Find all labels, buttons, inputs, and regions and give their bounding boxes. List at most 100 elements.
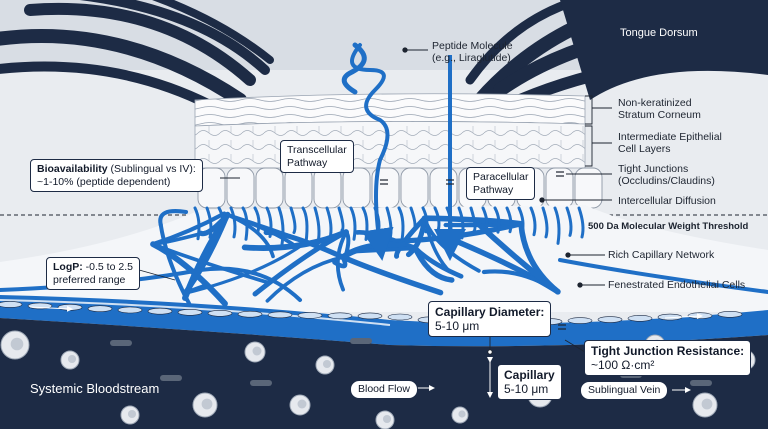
capillary-segment <box>405 215 428 258</box>
endothelial-cell <box>387 313 413 321</box>
blood-cell-nucleus <box>201 398 213 410</box>
leader-lines <box>402 47 612 355</box>
bioavailability-box: Bioavailability (Sublingual vs IV): ~1-1… <box>30 159 203 192</box>
blood-cell-nucleus <box>10 337 24 351</box>
endothelial-cell <box>177 309 203 316</box>
capillary-segment <box>517 206 525 234</box>
endothelial-cell <box>597 316 623 323</box>
capillary-segment <box>241 229 349 251</box>
basal-cell <box>313 167 342 209</box>
capillary-segment <box>412 245 464 279</box>
capillary-segment <box>289 206 297 235</box>
capillary-segment <box>265 255 345 303</box>
vessel-highlight <box>0 299 391 326</box>
capillary-segment <box>301 206 309 245</box>
peptide-molecule-label: Peptide Molecule (e.g., Liraglutide) <box>432 40 513 64</box>
threshold-label: 500 Da Molecular Weight Threshold <box>588 221 749 232</box>
stratum-corneum-label: Non-keratinized Stratum Corneum <box>618 97 701 121</box>
capillary-segment <box>349 206 357 241</box>
endothelial-cell <box>207 310 233 317</box>
capillary-segment <box>469 206 477 233</box>
blood-cell-nucleus <box>382 414 392 424</box>
vessel-flow-arrow-left <box>29 305 73 312</box>
transcellular-pathway-label: Transcellular Pathway <box>280 140 354 173</box>
capillary-segment <box>229 206 237 239</box>
capillary-segment <box>277 206 285 246</box>
endothelial-cell <box>147 307 173 315</box>
endothelial-cell <box>117 306 143 314</box>
platelet <box>110 340 132 346</box>
intermediate-cell-layers <box>194 121 586 169</box>
capillary-segment <box>205 206 213 239</box>
blood-cell-nucleus <box>127 409 137 419</box>
blood-cell-nucleus <box>701 398 713 410</box>
basal-cell <box>400 167 429 209</box>
blood-flow-label: Blood Flow <box>350 380 418 399</box>
capillary-segment <box>565 206 573 237</box>
logp-box: LogP: -0.5 to 2.5 preferred range <box>46 257 140 290</box>
platelet <box>350 338 372 344</box>
capillary-segment <box>150 211 227 247</box>
capillary-segment <box>529 206 537 237</box>
endothelial-cell <box>297 312 323 319</box>
sublingual-vein-label: Sublingual Vein <box>580 381 669 400</box>
endothelial-cell <box>717 311 743 318</box>
capillary-segment <box>337 206 345 232</box>
capillary-segment <box>158 209 189 227</box>
endothelial-cell <box>627 315 653 322</box>
capillary-segment <box>505 206 513 234</box>
capillary-diameter-box: Capillary Diameter: 5-10 μm <box>428 301 552 337</box>
capillary-network-label: Rich Capillary Network <box>608 249 715 261</box>
capillary-segment <box>217 206 225 232</box>
capillary-network <box>0 206 768 307</box>
blood-cell-nucleus <box>458 410 466 418</box>
endothelial-cell <box>57 304 83 311</box>
capillary-segment <box>541 206 549 239</box>
platelet <box>160 375 182 381</box>
capillary-segment <box>253 206 261 233</box>
papillae-left <box>0 0 274 110</box>
endothelial-cell <box>267 311 293 319</box>
endothelial-cell <box>567 317 593 324</box>
systemic-bloodstream-region <box>0 318 768 429</box>
endothelial-cell <box>87 305 113 313</box>
endothelial-cell <box>357 312 383 320</box>
tight-junction-resistance-box: Tight Junction Resistance: ~100 Ω·cm² <box>584 340 752 376</box>
basal-cell <box>226 167 255 209</box>
tight-junctions-label: Tight Junctions (Occludins/Claudins) <box>618 163 715 187</box>
capillary-segment <box>340 254 444 296</box>
capillary-segment <box>265 206 273 238</box>
intercellular-diffusion-label: Intercellular Diffusion <box>618 195 716 207</box>
capillary-segment <box>182 283 207 296</box>
endothelial-cell <box>687 312 713 320</box>
paracellular-pathway-label: Paracellular Pathway <box>466 167 536 200</box>
tongue-dorsum-label: Tongue Dorsum <box>620 27 698 39</box>
capillary-segment <box>313 206 321 245</box>
capillary-segment <box>151 242 271 285</box>
capillary-segment <box>397 206 405 242</box>
capillary-segment <box>577 206 585 239</box>
intermediate-layers-label: Intermediate Epithelial Cell Layers <box>618 131 722 155</box>
capillary-segment <box>193 206 201 241</box>
basal-cell <box>284 167 313 209</box>
tight-junction-marks <box>380 171 566 330</box>
basal-cell <box>429 167 458 209</box>
capillary-segment <box>325 206 333 241</box>
capillary-segment <box>421 206 429 234</box>
stratum-texture <box>195 93 585 126</box>
capillary-segment <box>558 258 768 294</box>
capillary-segment <box>241 206 249 241</box>
fenestrated-cells-label: Fenestrated Endothelial Cells <box>608 279 746 291</box>
endothelial-cell <box>237 310 263 318</box>
blood-cell-nucleus <box>322 359 332 369</box>
capillary-segment <box>335 230 348 292</box>
basal-cell <box>342 167 371 209</box>
blood-cell-nucleus <box>252 346 262 356</box>
tongue-dorsum-region <box>560 0 768 100</box>
capillary-size-box: Capillary 5-10 μm <box>497 364 562 400</box>
endothelial-cell <box>0 301 23 308</box>
basal-cell <box>255 167 284 209</box>
capillary-segment <box>158 222 192 307</box>
capillary-segment <box>409 206 417 232</box>
